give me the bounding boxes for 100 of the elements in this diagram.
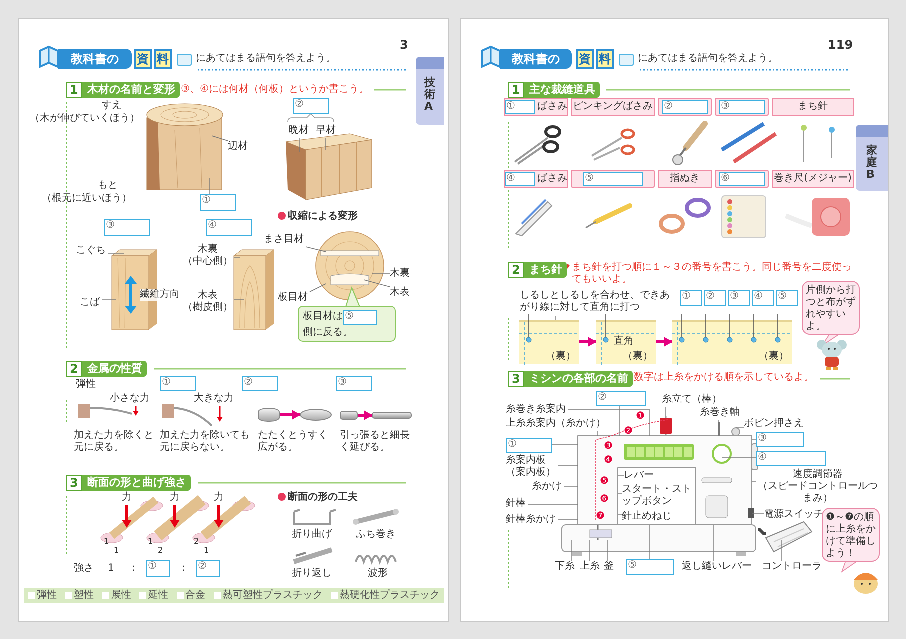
caption-text: 折り返し (292, 568, 332, 580)
tool-name-cell (772, 98, 854, 116)
part-label: レバー (624, 470, 656, 483)
part-label: 板目材 (278, 292, 310, 305)
answer-box: ⑤ (776, 290, 798, 306)
caption-text: 大きな力 (194, 393, 234, 405)
word-choice: 合金 (176, 590, 206, 602)
page-number: 119 (828, 37, 854, 54)
part-label: （樹皮側） (183, 302, 233, 314)
part-label: 木表 (390, 287, 412, 300)
word-choice: 延性 (139, 590, 168, 602)
side-tab: 技術A (416, 57, 444, 125)
caption-text: ふち巻き (356, 529, 396, 541)
page-number: 3 (400, 37, 408, 54)
tool-name: まち針 (798, 101, 828, 113)
character-tile: 資 (134, 49, 152, 69)
caption-text: （木が伸びていくほう） (30, 113, 140, 125)
part-label: スタート・ストップボタン (622, 484, 694, 510)
part-label: 糸案内板（案内板） (506, 455, 558, 481)
caption-text: 1 (108, 563, 114, 575)
part-label: （スピードコントロールつまみ） (757, 481, 879, 505)
section-title: 主な裁縫道具 (524, 82, 600, 98)
section-number: 3 (508, 371, 524, 387)
answer-box: ⑥ (719, 172, 765, 186)
metal-block (258, 408, 280, 422)
foot-pedal-drawing (765, 521, 813, 553)
answer-box: ⑤ (343, 310, 377, 324)
speech-bubble: ❶～❼の順に上糸をかけて準備しよう！ (822, 508, 880, 562)
part-label: しるしとしるしを合わせ、できあがり線に対して直角に打つ (520, 290, 674, 316)
tool-name: 巻き尺(メジャー) (774, 173, 852, 185)
answer-box: ⑤ (583, 172, 643, 186)
caption-text: 力 (214, 492, 224, 504)
panel-note: 直角 (614, 336, 634, 348)
section-title: 金属の性質 (82, 361, 148, 377)
part-label: まさ目材 (264, 234, 306, 247)
word-choice: 熱硬化性プラスチック (330, 590, 440, 602)
caption-text: （根元に近いほう） (42, 193, 132, 205)
tool-name-cell (658, 170, 712, 188)
step-number: ❹ (604, 455, 613, 466)
section-number: 2 (508, 262, 524, 278)
part-label: ボビン押さえ (744, 418, 806, 431)
caption-text: 加えた力を除いても元に戻らない。 (160, 430, 251, 454)
part-label: 速度調節器 (793, 469, 843, 481)
section-number: 1 (66, 82, 82, 98)
speech-bubble: 片側から打つと布がずれやすいよ。 (802, 281, 860, 335)
character-tile: 料 (596, 49, 614, 69)
instruction-note: 数字は上糸をかける順を示しているよ。 (634, 372, 814, 384)
step-number: ❺ (600, 476, 609, 487)
answer-box: ② (704, 290, 726, 306)
section-number: 2 (66, 361, 82, 377)
answer-box: ① (160, 376, 196, 391)
part-label: 針止めねじ (622, 511, 674, 524)
caption-text: 強さ (74, 563, 94, 575)
callout-text: 側に反る。 (303, 326, 353, 338)
answer-box: ③ (104, 219, 150, 236)
answer-box: ② (196, 560, 220, 577)
answer-box: ① (146, 560, 170, 577)
answer-box: ① (200, 194, 236, 211)
answer-box: ③ (756, 432, 804, 447)
step-number: ❸ (604, 441, 613, 452)
caption-text: もと (98, 180, 118, 192)
dimension-number: 2 (194, 537, 200, 546)
part-label: 早材 (316, 125, 338, 138)
answer-box: ③ (336, 376, 372, 391)
title-banner: 教科書の (500, 49, 572, 69)
arrow (656, 337, 673, 347)
tool-name-cell (504, 98, 568, 116)
answer-box: ③ (719, 100, 765, 114)
part-label: 木裏 (390, 268, 412, 281)
answer-box: ④ (504, 172, 534, 186)
part-label: こぐち (76, 245, 108, 258)
word-choice: 弾性 (28, 590, 57, 602)
word-choice: 展性 (102, 590, 132, 602)
side-tab: 家庭B (856, 125, 888, 191)
tool-name-cell (571, 170, 655, 188)
tool-name: ピンキングばさみ (573, 101, 653, 113)
answer-box: ① (504, 100, 534, 114)
section-title: ミシンの各部の名前 (524, 371, 634, 387)
step-number: ❼ (596, 511, 605, 522)
tool-name-cell (571, 98, 655, 116)
tool-name: ばさみ (538, 101, 568, 113)
part-label: 糸巻き糸案内 (506, 404, 568, 417)
step-number: ❻ (600, 494, 609, 505)
tool-name-cell (772, 170, 854, 188)
tool-name: ばさみ (538, 173, 568, 185)
subheading: 断面の形の工夫 (288, 492, 358, 504)
section-title: 断面の形と曲げ強さ (82, 475, 192, 491)
tool-name-cell (715, 98, 769, 116)
dimension-number: 2 (158, 546, 164, 555)
log-drawing (146, 104, 224, 190)
dimension-number: 1 (104, 537, 110, 546)
word-choice: 塑性 (65, 590, 94, 602)
answer-box: ③ (728, 290, 750, 306)
blank-box-sample (177, 54, 192, 66)
answer-box: ④ (206, 219, 252, 236)
panel-note: （裏） (546, 351, 576, 363)
title-banner: 教科書の (58, 49, 132, 69)
answer-box: ④ (756, 451, 826, 466)
caption-text: : (132, 563, 136, 575)
caption-text: : (182, 563, 186, 575)
